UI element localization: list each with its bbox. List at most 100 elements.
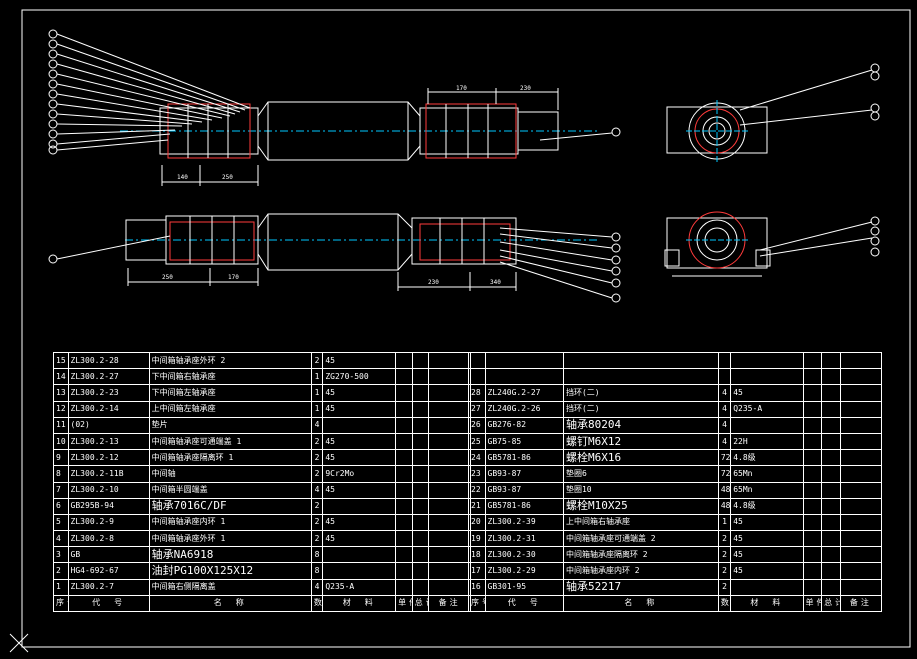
row-number: 23 (468, 465, 486, 483)
remark (428, 562, 471, 580)
quantity: 2 (310, 449, 324, 467)
part-code: GB93-87 (484, 465, 564, 483)
remark (839, 513, 883, 532)
row-number (468, 351, 486, 370)
remark (428, 416, 471, 434)
remark (428, 449, 471, 467)
quantity: 4 (310, 416, 324, 434)
part-name: 中间箱轴承座外环 1 (148, 530, 312, 548)
part-name: 下中间箱右轴承座 (148, 368, 312, 386)
part-code: ZL240G.2-26 (484, 400, 564, 418)
remark (428, 368, 471, 386)
header-total: 总计 (821, 594, 841, 613)
unit-weight (395, 465, 413, 483)
total-weight (411, 465, 430, 483)
material: 45 (322, 530, 397, 548)
part-code: ZL300.2-23 (67, 384, 150, 402)
top-side-view (666, 63, 880, 162)
part-code: GB93-87 (484, 481, 564, 499)
material: 45 (322, 513, 397, 532)
row-number: 7 (53, 481, 69, 499)
part-code: ZL300.2-30 (484, 546, 564, 564)
total-weight (411, 530, 430, 548)
part-code: ZL300.2-12 (67, 449, 150, 467)
quantity: 4 (717, 432, 732, 451)
part-code: ZL300.2-31 (484, 530, 564, 548)
unit-weight (802, 400, 823, 418)
row-number: 21 (468, 497, 486, 515)
total-weight (821, 432, 841, 451)
row-number: 9 (53, 449, 69, 467)
remark (839, 546, 883, 564)
row-number: 18 (468, 546, 486, 564)
row-number: 4 (53, 530, 69, 548)
unit-weight (395, 368, 413, 386)
quantity: 4 (717, 384, 732, 402)
dim-label: 170 (456, 85, 467, 92)
row-number: 6 (53, 497, 69, 515)
unit-weight (395, 449, 413, 467)
header-unit: 单件 (395, 594, 413, 613)
part-name: 轴承52217 (562, 578, 719, 596)
total-weight (821, 578, 841, 596)
part-name: 上中间箱右轴承座 (562, 513, 719, 532)
row-number: 3 (53, 546, 69, 564)
total-weight (821, 513, 841, 532)
total-weight (821, 351, 841, 370)
part-code: ZL300.2-9 (67, 513, 150, 532)
drawing-frame (21, 9, 911, 648)
total-weight (411, 368, 430, 386)
quantity: 48 (717, 481, 732, 499)
total-weight (821, 416, 841, 434)
part-name: 油封PG100X125X12 (148, 562, 312, 580)
unit-weight (395, 481, 413, 499)
bom-header-row: 序号 代 号 名 称 数量 材 料 单件 总计 备注 (53, 594, 471, 613)
material: 45 (730, 530, 804, 548)
part-name: 下中间箱左轴承座 (148, 384, 312, 402)
row-number: 20 (468, 513, 486, 532)
part-code: (02) (67, 416, 150, 434)
material: 45 (730, 384, 804, 402)
row-number: 26 (468, 416, 486, 434)
part-name: 中间箱轴承座隔离环 1 (148, 449, 312, 467)
material (730, 578, 804, 596)
unit-weight (802, 497, 823, 515)
quantity: 2 (717, 530, 732, 548)
remark (839, 351, 883, 370)
remark (428, 465, 471, 483)
unit-weight (802, 530, 823, 548)
part-name: 垫圈10 (562, 481, 719, 499)
unit-weight (802, 562, 823, 580)
part-code: ZL300.2-27 (67, 368, 150, 386)
quantity (717, 351, 732, 370)
remark (428, 513, 471, 532)
unit-weight (395, 384, 413, 402)
table-row (468, 368, 883, 386)
material: 45 (322, 400, 397, 418)
part-name: 中间箱轴承座可通端盖 2 (562, 530, 719, 548)
header-seq: 序号 (53, 594, 69, 613)
row-number: 15 (53, 351, 69, 370)
part-code: ZL300.2-11B (67, 465, 150, 483)
remark (428, 530, 471, 548)
row-number: 28 (468, 384, 486, 402)
dim-label: 250 (162, 274, 173, 281)
remark (839, 416, 883, 434)
material: 45 (322, 481, 397, 499)
row-number: 1 (53, 578, 69, 596)
total-weight (411, 384, 430, 402)
total-weight (411, 513, 430, 532)
total-weight (821, 562, 841, 580)
